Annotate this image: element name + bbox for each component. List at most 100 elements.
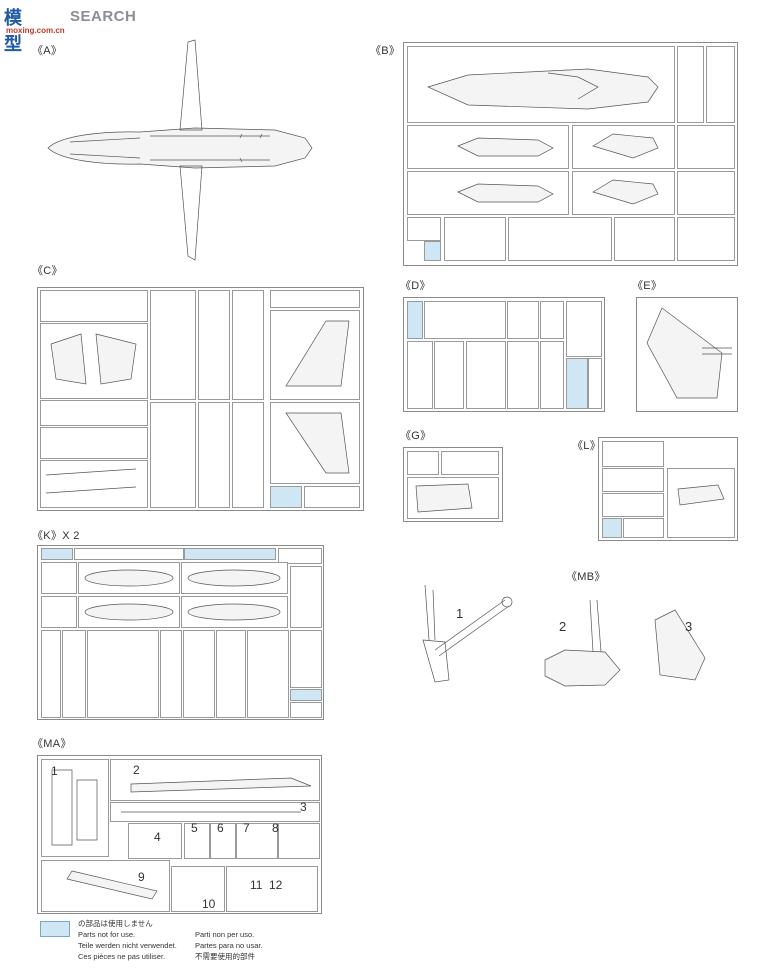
sprue-d-part-4 — [407, 341, 433, 409]
sprue-g-part-4-5 — [407, 477, 499, 519]
sprue-e-label: 《E》 — [632, 280, 663, 292]
sprue-d-part-18-19-unused — [566, 358, 588, 409]
ma-part-8 — [278, 823, 320, 859]
logo-cn-text: 模型 — [4, 8, 23, 55]
sprue-b-part-9 — [572, 171, 675, 215]
legend-line-es: Partes para no usar. — [195, 941, 263, 950]
legend-swatch-unused — [40, 921, 70, 937]
sprue-d-part-10-11 — [507, 341, 539, 409]
sprue-b-part-32-33 — [677, 217, 735, 261]
ma-label-8: 8 — [272, 821, 279, 835]
legend-line-it: Parti non per uso. — [195, 930, 255, 939]
sprue-c-part-9-10 — [40, 427, 148, 459]
ma-label-9: 9 — [138, 870, 145, 884]
sprue-c-label: 《C》 — [32, 265, 63, 277]
sprue-d-label: 《D》 — [400, 280, 431, 292]
sprue-b-label: 《B》 — [370, 45, 401, 57]
sprue-d-frame — [403, 297, 605, 412]
sprue-c-part-18 — [198, 402, 230, 508]
logo-en-text: SEARCH — [70, 8, 137, 25]
sprue-b-part-6 — [407, 125, 569, 169]
sprue-e-frame — [636, 297, 738, 412]
sprue-k-label: 《K》X 2 — [32, 530, 80, 542]
mb-part-2: 2 — [559, 619, 567, 634]
ma-part-2 — [110, 759, 320, 801]
sprue-b-part-28-29 — [677, 125, 735, 169]
sprue-l-part-3-8 — [602, 468, 664, 492]
sprue-b-part-22-23 — [614, 217, 675, 261]
sprue-d-part-20 — [588, 358, 602, 409]
mb-part-3: 3 — [685, 619, 693, 634]
ma-part-11-12 — [226, 866, 318, 912]
sprue-b-frame — [403, 42, 738, 266]
sprue-k-part-21-27 — [184, 548, 276, 560]
ma-label-7: 7 — [243, 821, 250, 835]
sprue-b-part-8 — [572, 125, 675, 169]
ma-part-9 — [41, 860, 170, 912]
legend-right: Parti non per uso. Partes para no usar. … — [195, 929, 263, 962]
sprue-l-frame — [598, 437, 738, 541]
sprue-k-part-8 — [181, 562, 288, 594]
sprue-b-part-20-21 — [508, 217, 612, 261]
ma-part-1 — [41, 759, 109, 857]
sprue-k-part-1-2-unused — [41, 548, 73, 560]
legend-line-ja: の部品は使用しません — [78, 919, 153, 928]
sprue-k-part-7b — [78, 596, 180, 628]
sprue-l-part-2 — [602, 441, 664, 467]
sprue-k-part-29-31 — [183, 630, 215, 718]
sprue-a-label: 《A》 — [32, 45, 63, 57]
sprue-k-part-9 — [41, 630, 61, 718]
sprue-l-part-12-unused — [602, 518, 622, 538]
sprue-g-part-3 — [441, 451, 499, 475]
sprue-k-part-17-18 — [160, 630, 182, 718]
ma-label-5: 5 — [191, 821, 198, 835]
logo-url-text: moxing.com.cn — [6, 26, 65, 35]
sprue-c-part-1-4 — [40, 290, 148, 322]
sprue-k-part-32-33 — [216, 630, 246, 718]
mb-part-1: 1 — [456, 606, 464, 621]
sprue-d-part-5-6 — [434, 341, 464, 409]
sprue-k-part-7 — [78, 562, 180, 594]
sprue-c-part-28-unused — [270, 486, 302, 508]
sprue-c-part-19 — [232, 290, 264, 400]
sprue-g-frame — [403, 447, 503, 522]
ma-label-12: 12 — [269, 878, 283, 892]
ma-part-3 — [110, 802, 320, 822]
sprue-d-part-12 — [540, 301, 564, 339]
sprue-d-part-16-17 — [540, 341, 564, 409]
sprue-g-part-2 — [407, 451, 439, 475]
sprue-mb-label: 《MB》 — [566, 571, 606, 583]
sprue-c-part-13-14 — [150, 290, 196, 400]
sprue-k-part-42-44 — [290, 630, 322, 688]
sprue-c-part-22-25 — [270, 310, 360, 400]
sprue-b-part-23-27 — [706, 46, 735, 123]
sprue-k-frame — [37, 545, 324, 720]
legend-line-fr: Ces pièces ne pas utiliser. — [78, 952, 166, 961]
sprue-k-part-45-unused — [290, 689, 322, 701]
sprue-c-part-21-24 — [270, 290, 360, 308]
sprue-k-part-12-16 — [87, 630, 159, 718]
sprue-l-part-1 — [667, 468, 735, 538]
ma-label-1: 1 — [51, 764, 58, 778]
sprue-k-part-28 — [278, 548, 322, 564]
sprue-g-label: 《G》 — [400, 430, 432, 442]
sprue-c-part-29-31 — [304, 486, 360, 508]
sprue-l-part-9-11 — [602, 493, 664, 517]
ma-part-7 — [236, 823, 278, 859]
sprue-b-part-12-unused — [424, 241, 441, 261]
sprue-b-part-1 — [407, 46, 675, 123]
sprue-ma-frame — [37, 755, 322, 914]
sprue-k-part-34-35 — [247, 630, 289, 718]
sprue-k-part-3-4 — [74, 548, 184, 560]
sprue-d-part-9 — [507, 301, 539, 339]
sprue-c-part-20 — [232, 402, 264, 508]
sprue-k-part-10-11 — [62, 630, 86, 718]
sprue-k-part-38-41 — [290, 566, 322, 628]
sprue-c-part-11-12 — [40, 460, 148, 508]
sprue-d-part-3 — [424, 301, 506, 339]
sprue-b-part-7 — [407, 171, 569, 215]
sprue-c-frame — [37, 287, 364, 511]
ma-label-6: 6 — [217, 821, 224, 835]
sprue-c-part-17 — [198, 290, 230, 400]
sprue-ma-label: 《MA》 — [32, 738, 72, 750]
